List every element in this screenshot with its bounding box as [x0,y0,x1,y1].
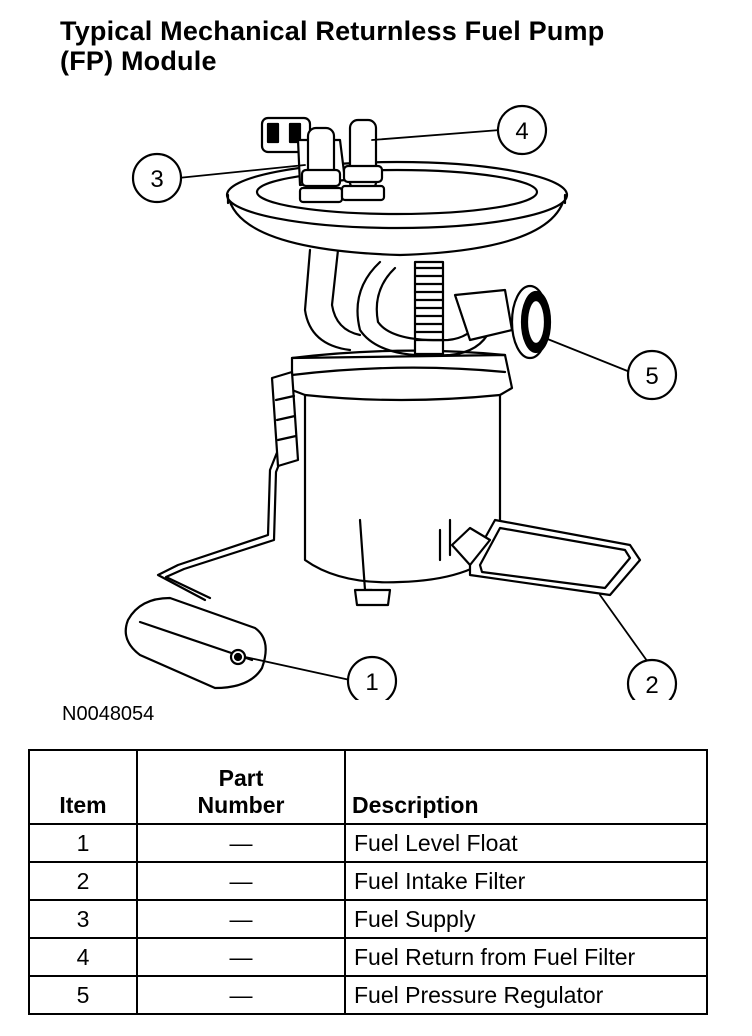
fuel-intake-filter [450,518,642,597]
fuel-pump-module-illustration: 3 4 5 1 2 [124,104,678,700]
row-item: 5 [28,975,138,1015]
callout-4: 4 [496,104,548,156]
row-part-number: — [136,899,346,939]
row-part-number: — [136,975,346,1015]
fuel-return-port [340,118,386,202]
parts-table: Item Part Number Description 1 — Fuel Le… [28,749,708,1015]
callout-1: 1 [346,655,398,700]
title-line-1: Typical Mechanical Returnless Fuel Pump [60,16,605,46]
pressure-regulator [510,284,552,360]
header-part-number-line-2: Number [197,792,285,818]
tubes [303,248,514,357]
row-description: Fuel Intake Filter [344,861,708,901]
row-part-number: — [136,937,346,977]
fuel-level-float [124,596,267,690]
callout-5-label: 5 [645,363,658,390]
callout-2-label: 2 [645,672,658,699]
row-item: 1 [28,823,138,863]
row-description: Fuel Pressure Regulator [344,975,708,1015]
header-part-number-line-1: Part [218,765,264,791]
row-description: Fuel Level Float [344,823,708,863]
callout-5: 5 [626,349,678,401]
row-part-number: — [136,823,346,863]
header-part-number: Part Number [136,749,346,825]
row-item: 2 [28,861,138,901]
header-description: Description [344,749,708,825]
callout-1-label: 1 [365,669,378,696]
table-header-row: Item Part Number Description [28,749,708,825]
mounting-flange [225,160,569,257]
reservoir-body [270,349,514,607]
row-item: 4 [28,937,138,977]
fuel-supply-port [298,126,344,204]
callout-3: 3 [131,152,183,204]
row-part-number: — [136,861,346,901]
callout-4-label: 4 [515,118,528,145]
table-row: 3 — Fuel Supply [28,899,708,939]
title-line-2: (FP) Module [60,46,217,76]
table-row: 4 — Fuel Return from Fuel Filter [28,937,708,977]
figure-id: N0048054 [62,703,155,725]
float-arm [156,438,290,602]
diagram-title: Typical Mechanical Returnless Fuel Pump … [60,16,740,76]
leader-lines [177,129,651,681]
table-row: 2 — Fuel Intake Filter [28,861,708,901]
header-item: Item [28,749,138,825]
table-row: 5 — Fuel Pressure Regulator [28,975,708,1015]
row-description: Fuel Supply [344,899,708,939]
row-item: 3 [28,899,138,939]
callout-3-label: 3 [150,166,163,193]
table-row: 1 — Fuel Level Float [28,823,708,863]
callout-2: 2 [626,658,678,700]
row-description: Fuel Return from Fuel Filter [344,937,708,977]
